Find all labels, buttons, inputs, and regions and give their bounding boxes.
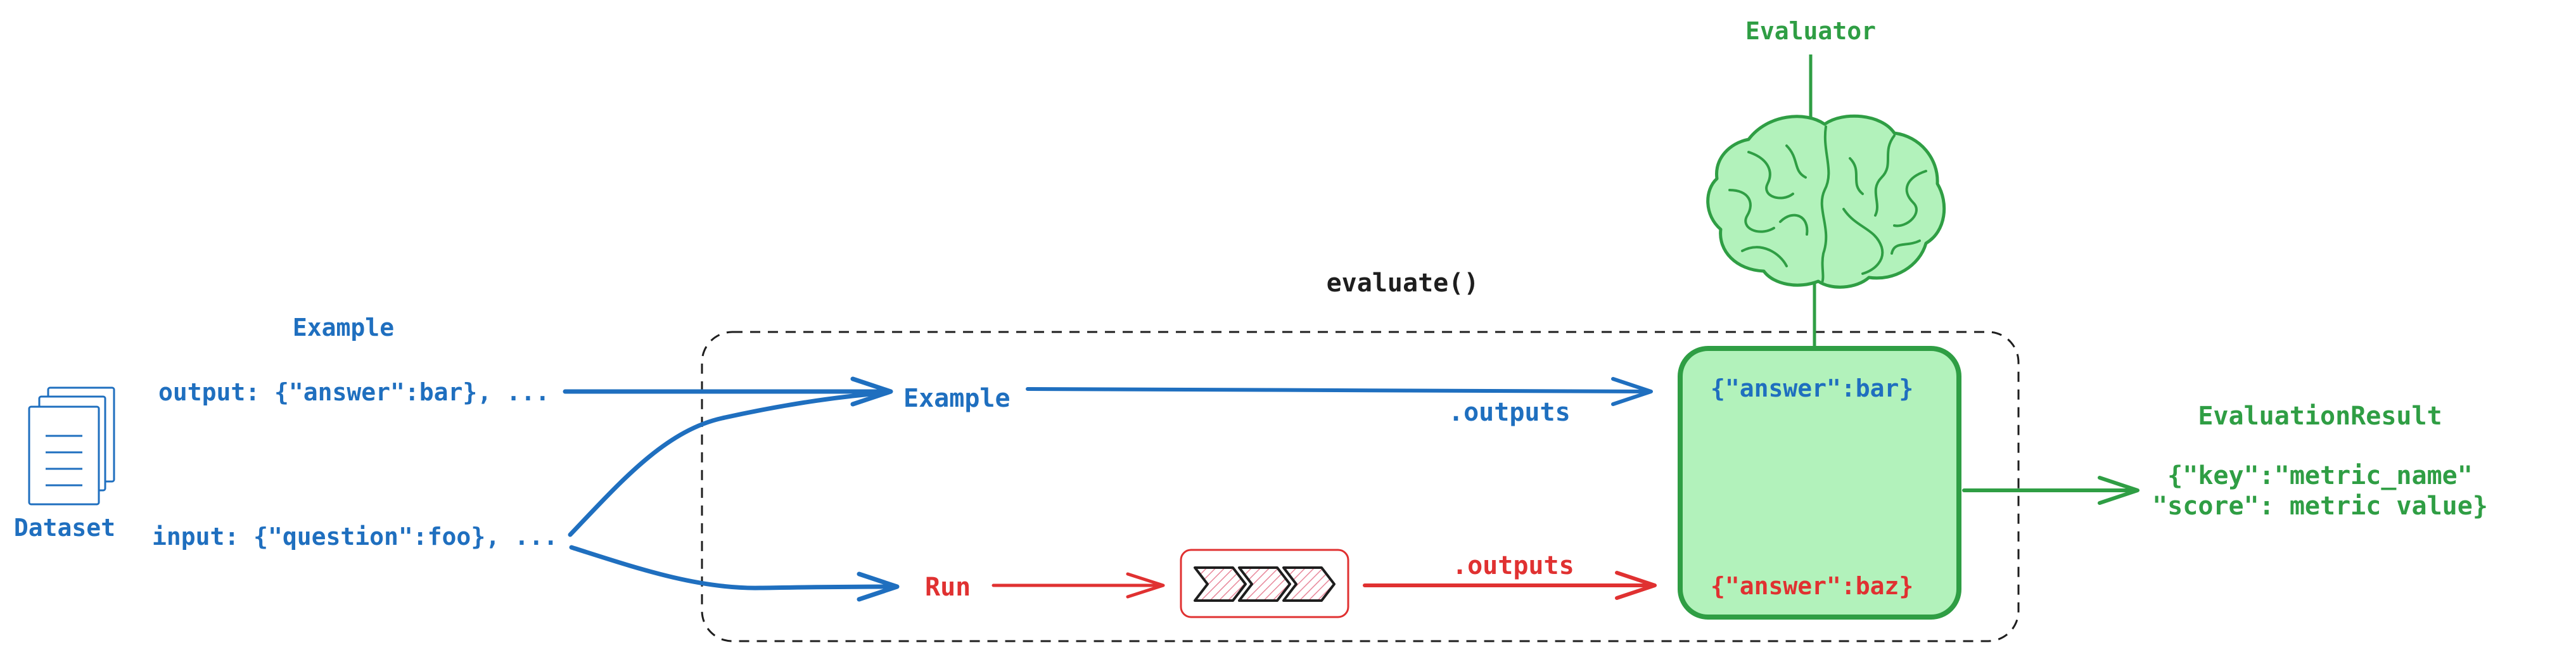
dataset-example-header: Example <box>293 314 394 341</box>
evaluation-result-line2: "score": metric value} <box>2152 492 2488 521</box>
evaluate-title: evaluate() <box>1327 269 1479 298</box>
example-outputs-label: .outputs <box>1448 398 1571 427</box>
input-to-run-arrow <box>569 545 896 590</box>
example-outputs-arrow <box>1026 377 1653 406</box>
input-to-example-arrow <box>568 390 889 537</box>
run-label: Run <box>925 573 971 602</box>
result-arrow <box>1962 476 2139 505</box>
run-outputs-label: .outputs <box>1452 551 1574 580</box>
dataset-label: Dataset <box>14 514 115 542</box>
evaluation-result-title: EvaluationResult <box>2198 402 2442 431</box>
stacked-documents-icon <box>28 386 115 506</box>
dataset-output-line: output: {"answer":bar}, ... <box>158 378 550 406</box>
evaluator-label: Evaluator <box>1745 17 1876 45</box>
brain-icon <box>1706 114 1946 289</box>
evaluator-prediction-text: {"answer":baz} <box>1711 572 1913 600</box>
example-label: Example <box>903 384 1011 413</box>
evaluate-container <box>701 331 2020 642</box>
evaluation-result-line1: {"key":"metric_name" <box>2167 461 2473 490</box>
run-outputs-arrow <box>1363 571 1657 600</box>
dataset-arrows <box>563 376 900 602</box>
dataset-input-line: input: {"question":foo}, ... <box>152 523 558 551</box>
chevron-pipeline-icon <box>1180 549 1349 618</box>
run-to-pipeline-arrow <box>992 572 1165 599</box>
evaluator-box <box>1678 346 1961 620</box>
evaluator-reference-text: {"answer":bar} <box>1711 374 1913 402</box>
